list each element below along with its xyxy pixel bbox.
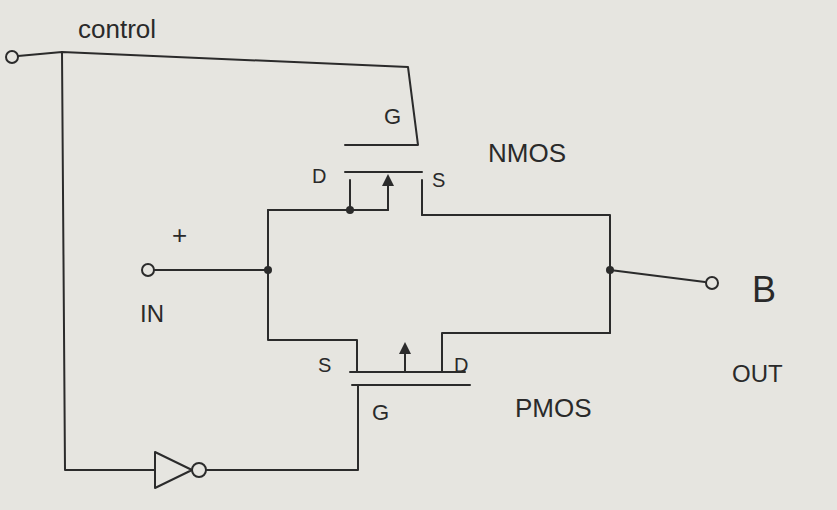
inverter-symbol <box>155 452 192 488</box>
control-terminal <box>6 51 18 63</box>
polarity-sign: + <box>172 222 187 248</box>
drain-pin-label: D <box>454 355 468 375</box>
transistor-type-label: NMOS <box>488 140 566 166</box>
output-label: OUT <box>732 362 783 386</box>
control-wire <box>18 52 418 145</box>
pmos-arrow <box>399 342 411 354</box>
inverter-bubble <box>192 463 206 477</box>
gate-pin-label: G <box>384 106 401 128</box>
nmos-gate-plate <box>345 171 422 173</box>
input-wire <box>154 210 357 372</box>
input-label: IN <box>140 302 164 326</box>
control-wire <box>62 52 155 470</box>
junction-dot <box>606 266 614 274</box>
pmos-drain-wire <box>405 333 610 372</box>
output-terminal <box>706 277 718 289</box>
output-wire <box>610 270 705 282</box>
output-node-label: B <box>752 272 776 308</box>
junction-dot <box>346 206 354 214</box>
input-terminal <box>142 264 154 276</box>
gate-pin-label: G <box>372 402 389 424</box>
nmos-source-wire <box>422 215 610 333</box>
pmos-channel <box>350 371 465 373</box>
source-pin-label: S <box>318 355 331 375</box>
nmos-arrow <box>382 174 394 186</box>
transistor-type-label: PMOS <box>515 395 592 421</box>
pmos-gate-plate <box>352 384 470 386</box>
junction-dot <box>264 266 272 274</box>
inverted-control-wire <box>206 385 358 470</box>
source-pin-label: S <box>432 170 445 190</box>
control-signal-label: control <box>78 16 156 42</box>
nmos-drain-wire <box>268 209 388 211</box>
drain-pin-label: D <box>312 166 326 186</box>
